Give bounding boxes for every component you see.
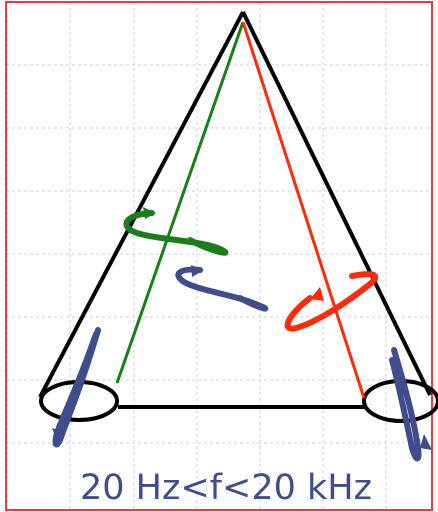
green-axis-line [117,22,243,383]
red-axis-line [243,22,364,398]
background-grid [6,2,432,510]
pyramid-outline [40,12,438,421]
blue-rotation-arrow-right [392,350,432,459]
pyramid-right-edge [243,12,430,395]
blue-rotation-arrow-center [178,265,265,309]
blue-rotation-arrow-left [52,330,98,445]
frequency-range-label: 20 Hz<f<20 kHz [80,468,372,508]
